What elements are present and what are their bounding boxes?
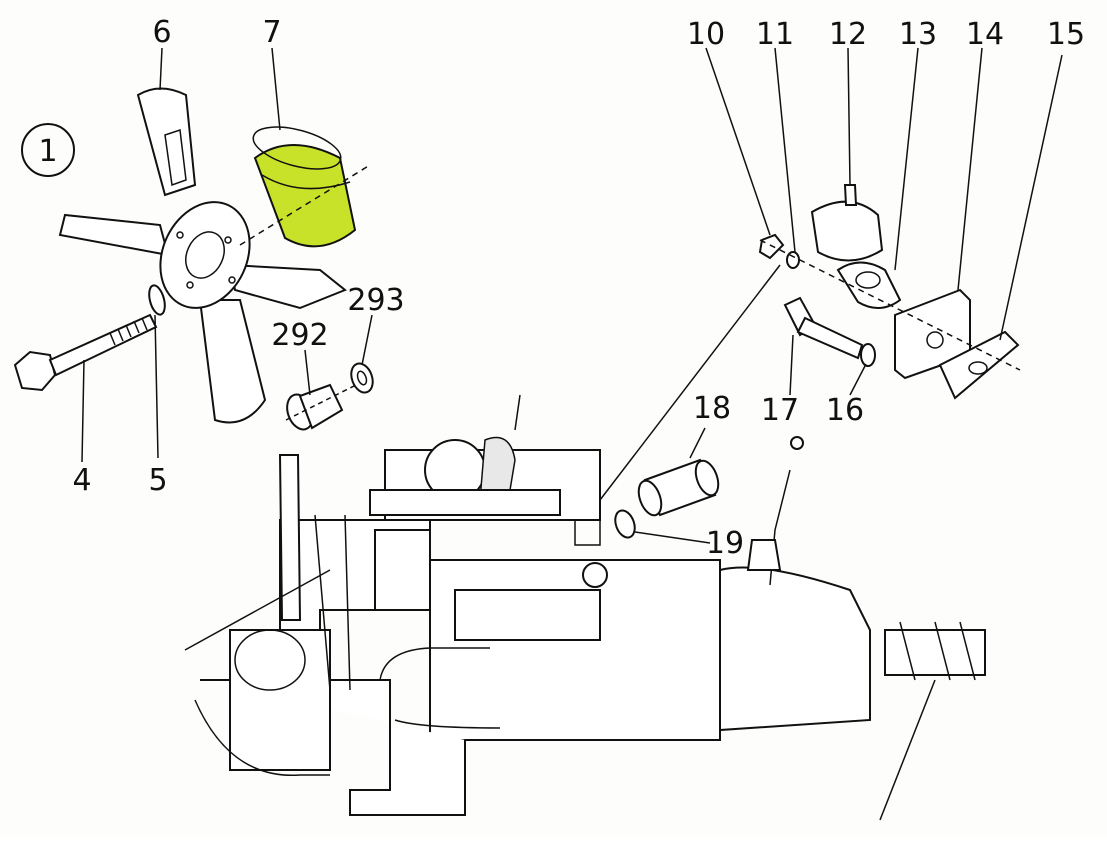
label-18: 18: [693, 391, 731, 426]
bolt-4: [13, 313, 158, 392]
label-19: 19: [706, 526, 744, 561]
label-5: 5: [148, 463, 167, 498]
thermostat-assembly: [599, 47, 1063, 501]
callout-1-text: 1: [38, 134, 57, 169]
label-17: 17: [761, 393, 799, 428]
label-11: 11: [756, 17, 794, 52]
sender-18: [637, 458, 720, 517]
label-10: 10: [687, 17, 725, 52]
callout-1: 1: [21, 123, 75, 177]
fitting-292: [285, 377, 371, 431]
label-16: 16: [826, 393, 864, 428]
washer-293: [350, 362, 374, 394]
label-12: 12: [829, 17, 867, 52]
label-293: 293: [347, 283, 404, 318]
engine-block: [184, 394, 986, 821]
fan-shroud-ring-7: [252, 126, 357, 248]
fan-assembly: [58, 87, 347, 424]
label-4: 4: [72, 463, 91, 498]
label-15: 15: [1047, 17, 1085, 52]
washer-19: [614, 509, 636, 539]
label-292: 292: [271, 318, 328, 353]
label-14: 14: [966, 17, 1004, 52]
label-6: 6: [152, 15, 171, 50]
label-7: 7: [262, 15, 281, 50]
washer-5: [148, 284, 166, 316]
label-13: 13: [899, 17, 937, 52]
